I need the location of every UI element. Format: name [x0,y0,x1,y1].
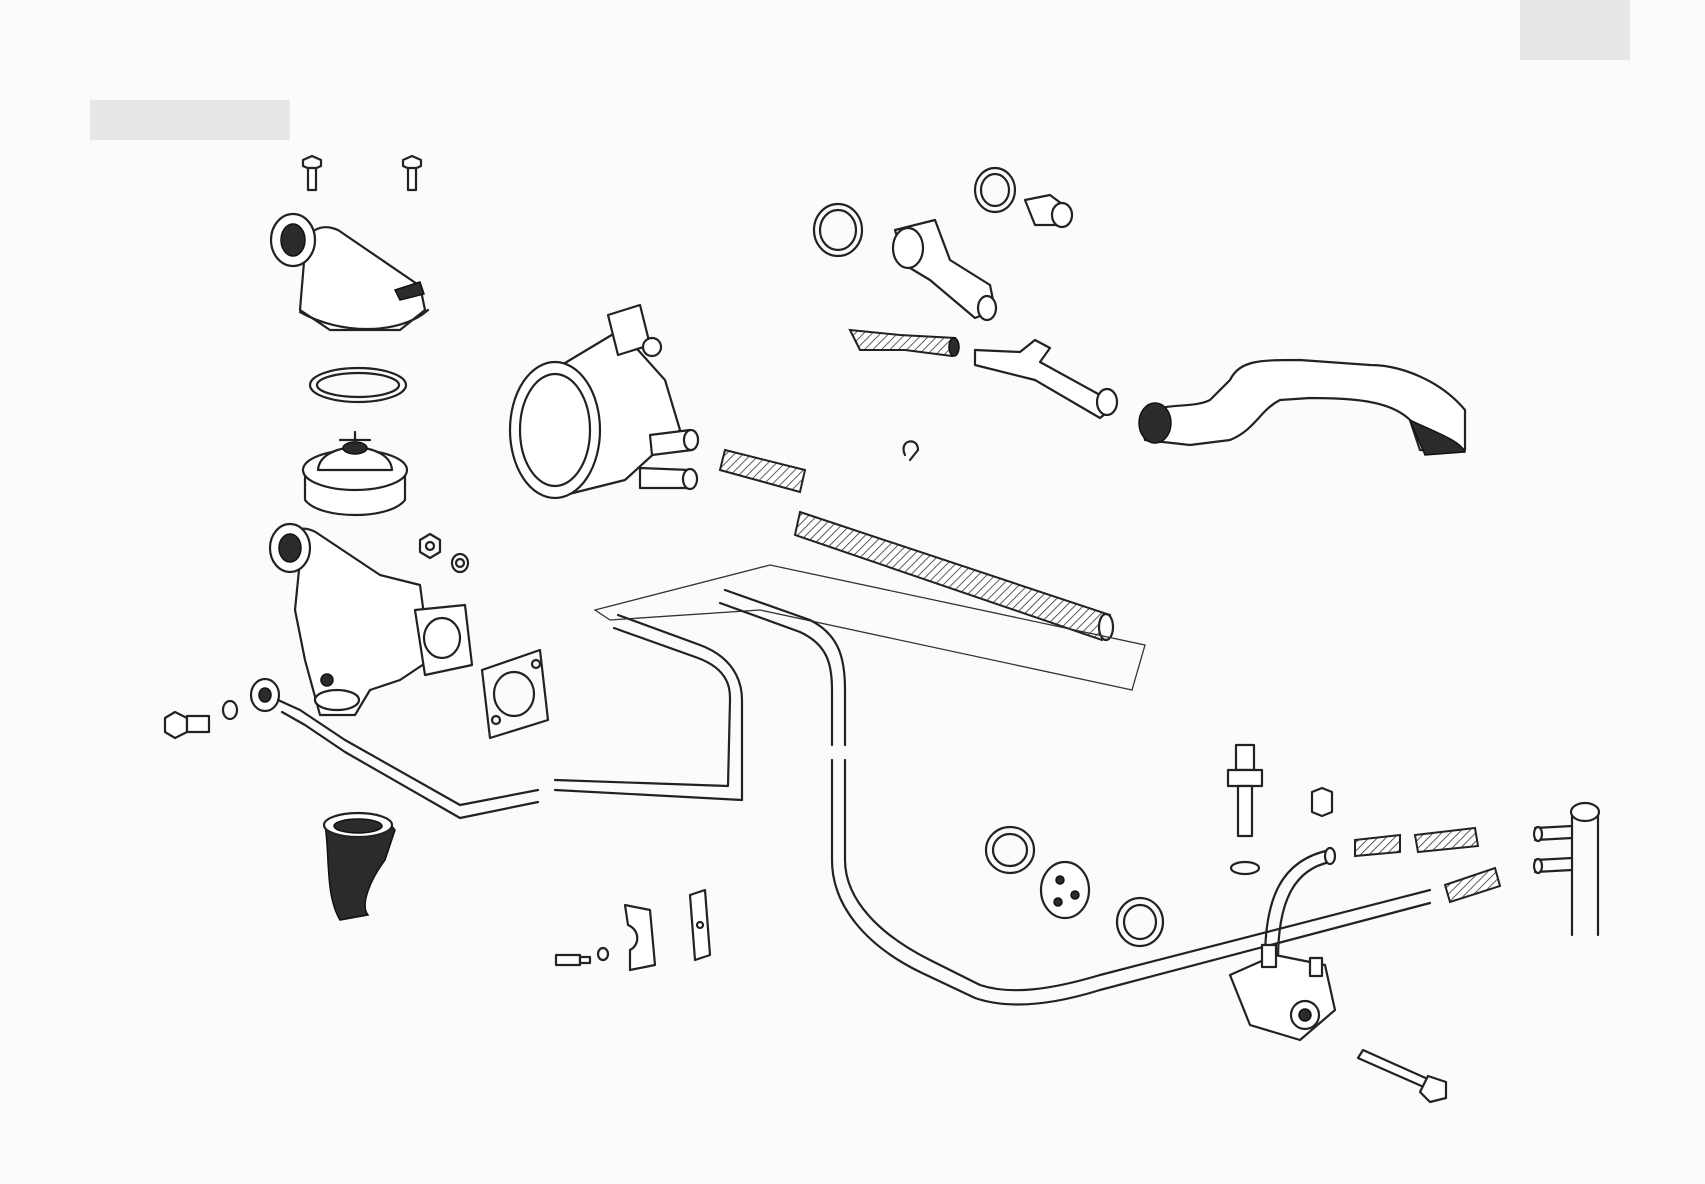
short-hose-right-upper [1354,826,1480,858]
distribution-block [1228,943,1337,1042]
housing-washer [450,552,470,574]
union-fitting [1023,193,1074,229]
long-hose-diagonal [793,510,1115,642]
sender-clip [1229,860,1261,876]
clip-screw [554,953,592,967]
seal-ring-lower-left [984,825,1036,875]
mounting-plate [688,888,712,962]
housing-bolt-right [401,154,423,192]
housing-bolt-left [301,154,323,192]
elbow-hose [322,811,396,921]
bleed-pipe-left [249,677,540,820]
banjo-washer [221,699,239,721]
seal-ring-upper-right [973,166,1017,214]
thermostat-housing [268,522,474,717]
bleed-pipe-right [1263,846,1337,962]
banjo-bolt [163,710,211,740]
housing-nut [418,532,442,560]
pipe-clip [623,903,657,972]
clip-washer [596,946,610,962]
shadow-outline-hose [593,564,1146,691]
y-pipe [973,338,1119,420]
small-nut-right [1310,786,1334,818]
hose-clip-small [902,440,920,462]
flange-gasket [480,648,550,740]
seal-ring-lower-right [1115,896,1165,948]
drain-plug [1039,860,1091,920]
block-bolt [1356,1048,1448,1104]
short-hose-center [718,448,807,494]
coolant-pipe-center [553,613,744,802]
thermostat-cover-elbow [269,212,430,332]
large-bent-hose [1138,358,1467,456]
short-hose-right-lower [1443,866,1502,904]
manifold-tube-right [1532,801,1601,937]
pipe-union-elbow [891,218,998,322]
temperature-sender [1226,743,1264,838]
seal-ring-upper-left [812,202,864,258]
scan-background [90,0,1630,140]
air-intake-collar [508,303,700,500]
small-hose-upper [848,328,960,358]
thermostat-gasket-ring [308,366,408,404]
coolant-pipe-long [718,588,1432,1006]
thermostat-valve [301,430,409,516]
